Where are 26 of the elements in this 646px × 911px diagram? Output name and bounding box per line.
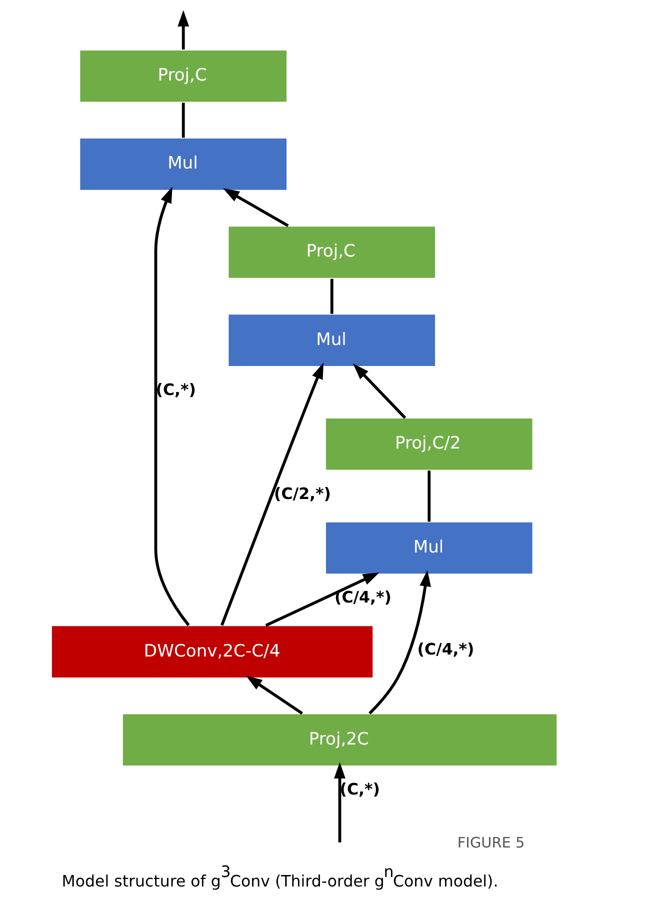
node-box: Proj,2C — [122, 712, 558, 767]
node-box: DWConv,2C-C/4 — [50, 624, 374, 679]
connector — [182, 102, 185, 138]
arrow — [352, 364, 406, 419]
node-box: Proj,C/2 — [324, 417, 534, 472]
arrow — [334, 762, 346, 842]
edge-label: (C,*) — [156, 380, 196, 399]
arrow — [178, 10, 190, 50]
connector — [428, 470, 431, 522]
edge-label: (C/2,*) — [274, 484, 331, 503]
connector — [330, 278, 334, 314]
arrow — [223, 188, 289, 228]
arrow — [246, 676, 303, 715]
edge-label: (C/4,*) — [417, 640, 474, 659]
node-box: Mul — [227, 313, 436, 368]
node-box: Mul — [78, 137, 288, 192]
node-box: Mul — [324, 521, 534, 575]
label: FIGURE 5 — [457, 835, 525, 852]
arrow — [265, 572, 380, 627]
node-box: Proj,C — [227, 225, 436, 280]
edge-label: (C,*) — [340, 780, 380, 799]
arrow — [220, 362, 324, 626]
node-box: Proj,C — [78, 49, 288, 104]
edge-label: (C/4,*) — [334, 588, 392, 607]
arrow — [154, 186, 190, 626]
arrow — [368, 570, 431, 714]
